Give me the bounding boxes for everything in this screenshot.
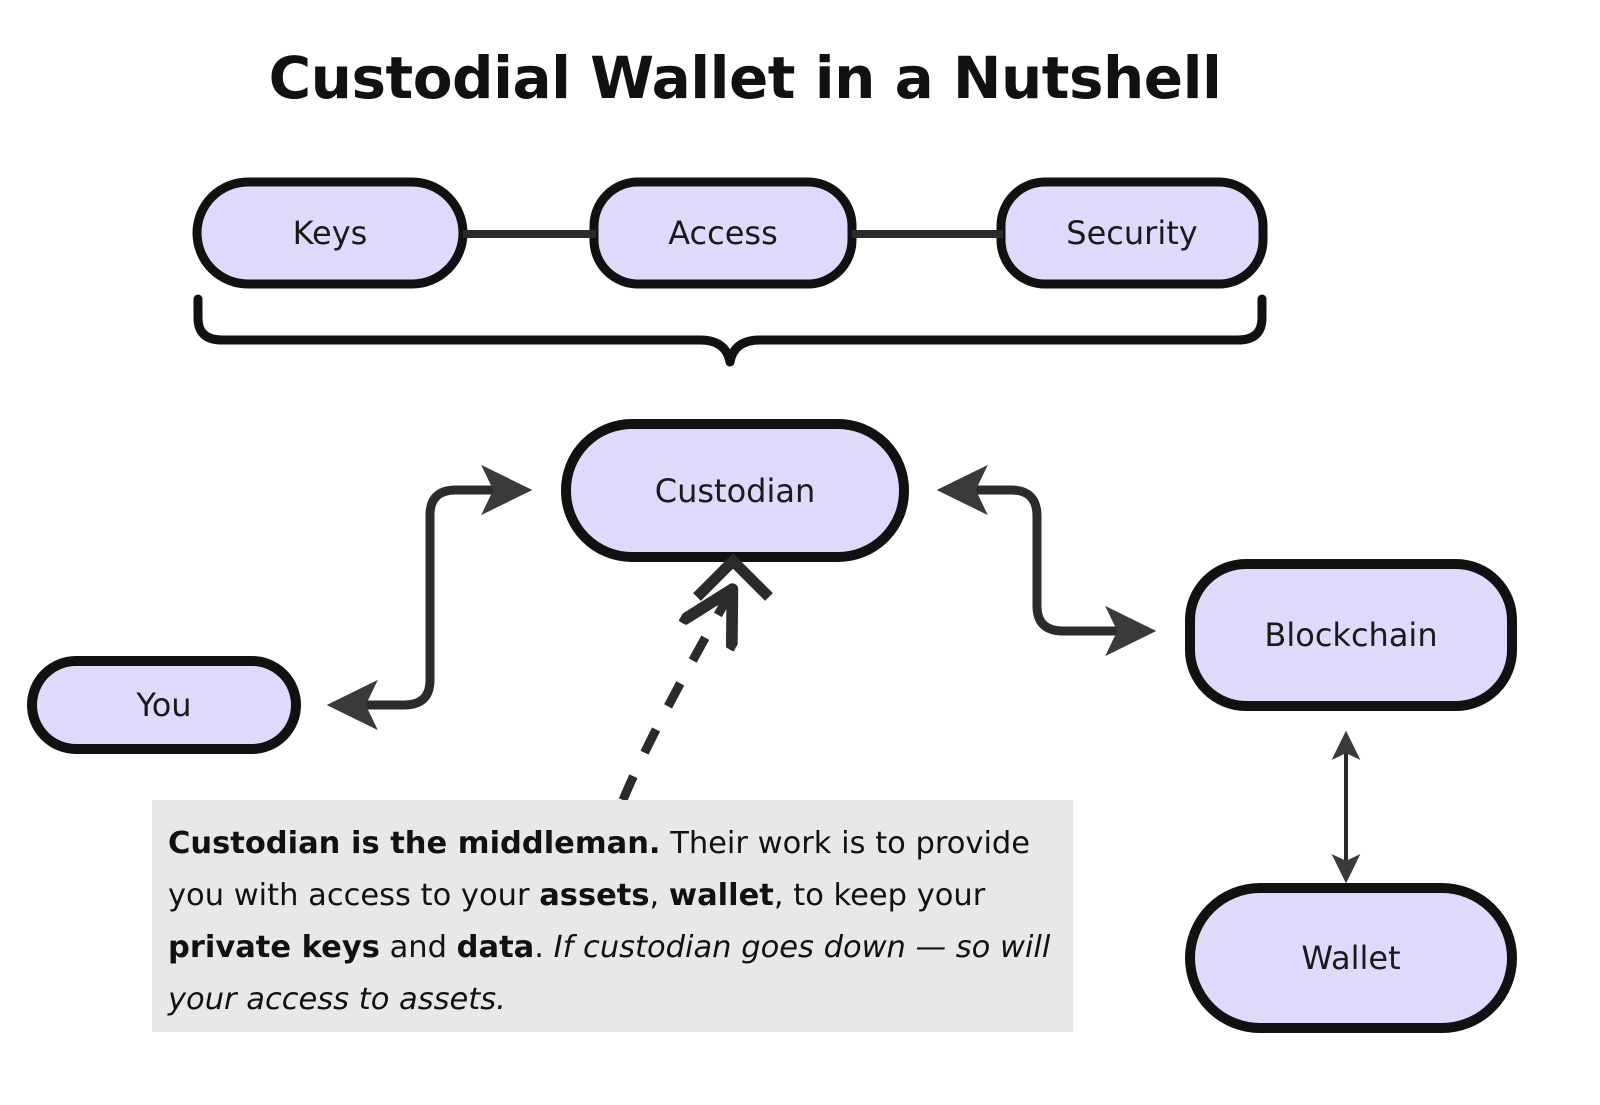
- page-title: Custodial Wallet in a Nutshell: [268, 44, 1222, 112]
- caption-italic-tail: If custodian goes down — so will your ac…: [168, 930, 1051, 1017]
- node-access[interactable]: [589, 177, 857, 289]
- caption-sep-3: and: [379, 930, 457, 965]
- caption-bold-data: data: [456, 930, 535, 965]
- node-keys[interactable]: [192, 177, 468, 289]
- caption-custodian-link: [618, 597, 728, 802]
- node-wallet[interactable]: [1185, 883, 1517, 1033]
- node-security[interactable]: [996, 177, 1268, 289]
- caption-bold-lead: Custodian is the middleman.: [168, 826, 661, 861]
- node-blockchain[interactable]: [1185, 559, 1517, 711]
- caption-bold-assets: assets: [539, 878, 650, 913]
- node-you[interactable]: [27, 656, 301, 754]
- caption-sep-4: .: [534, 930, 554, 965]
- node-custodian[interactable]: [561, 419, 909, 562]
- caption-rest-1: Their work is to provide you with access…: [168, 826, 1031, 913]
- caption-bold-wallet: wallet: [668, 878, 774, 913]
- caption-bold-private-keys: private keys: [168, 930, 380, 965]
- caption-sep-2: , to keep your: [773, 878, 986, 913]
- custodian-blockchain-link: [936, 464, 1157, 657]
- caption-text: Custodian is the middleman. Their work i…: [168, 818, 1057, 1026]
- caption-box: Custodian is the middleman. Their work i…: [152, 800, 1073, 1032]
- group-brace: [193, 294, 1267, 367]
- you-custodian-link: [326, 464, 533, 731]
- caption-sep-1: ,: [649, 878, 669, 913]
- caption-custodian-arrowhead-icon: [693, 553, 773, 601]
